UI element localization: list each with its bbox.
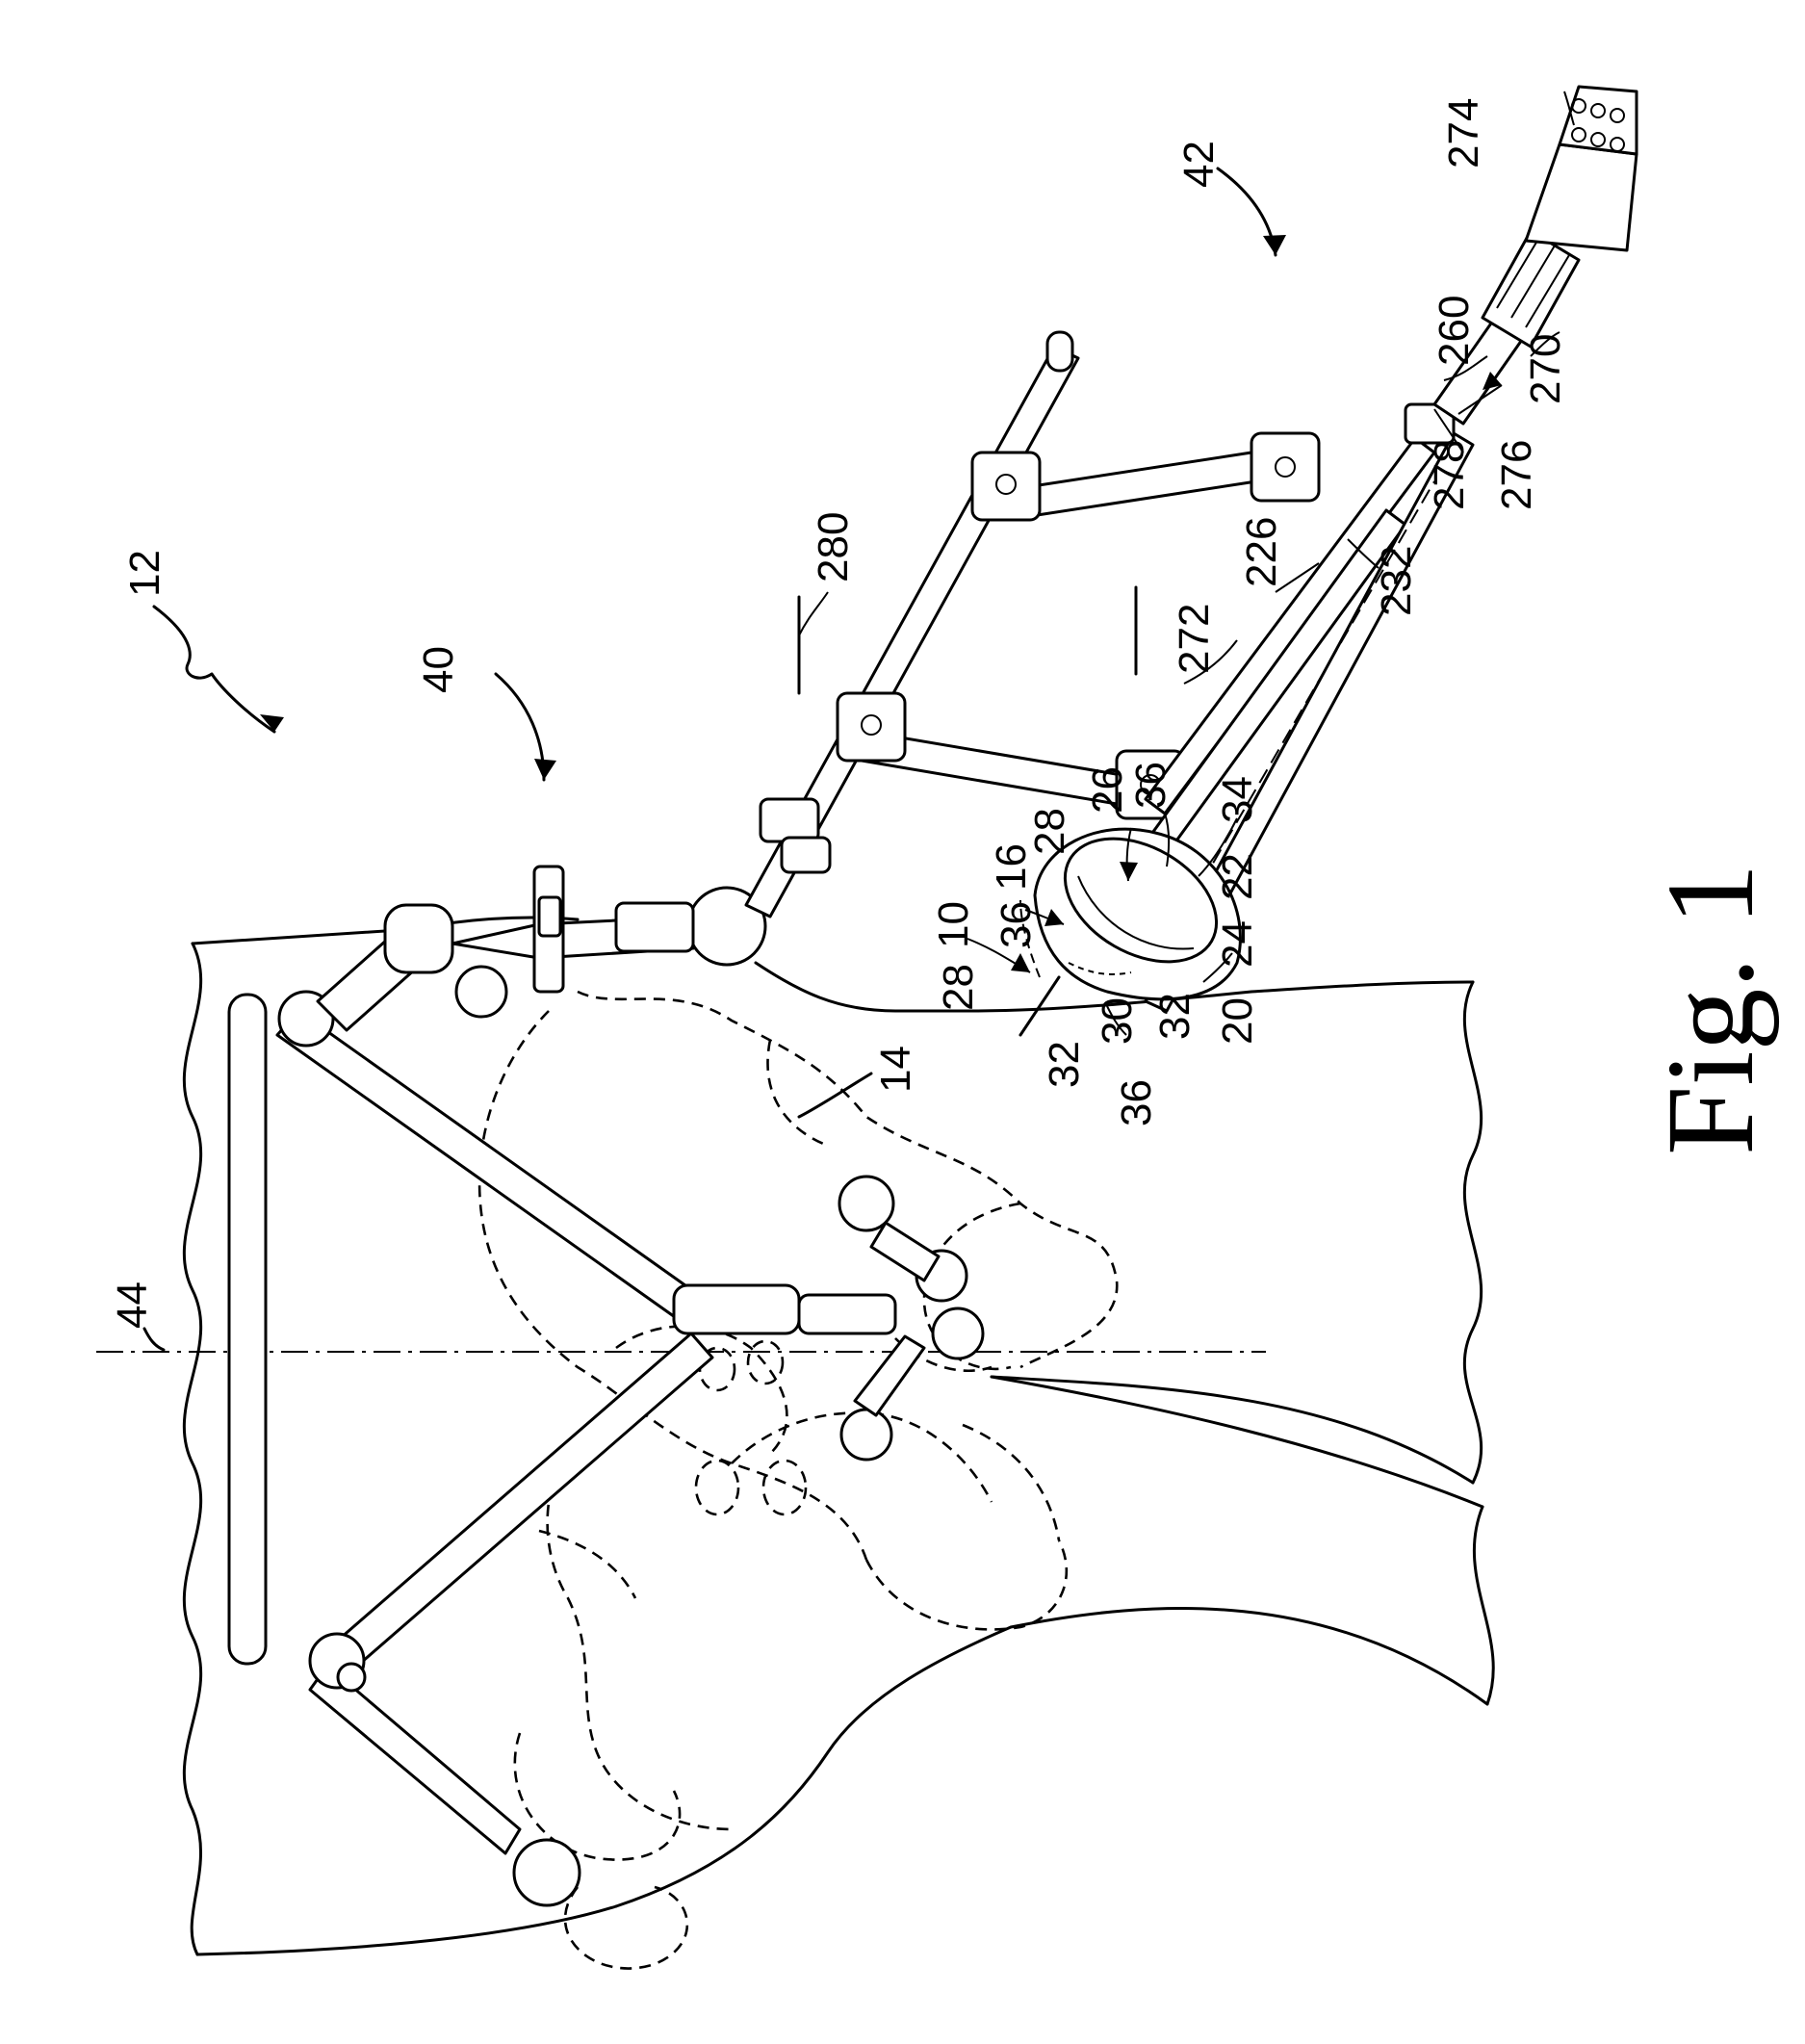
pelvis-outline: [479, 992, 1117, 1969]
guide-reference-lines-280: [799, 587, 1136, 693]
label-32-right: 32: [1151, 993, 1199, 1040]
guide-coupler-1: [761, 799, 818, 841]
label-30: 30: [1094, 997, 1141, 1045]
label-36-lower: 36: [1113, 1079, 1160, 1126]
label-44: 44: [109, 1281, 156, 1329]
label-36-upper: 36: [1127, 762, 1174, 809]
cup-screw-30: [1020, 977, 1059, 1035]
label-22: 22: [1214, 853, 1261, 900]
label-14: 14: [872, 1046, 919, 1093]
reamer-handle-body: [1526, 144, 1637, 250]
label-278: 278: [1426, 440, 1473, 510]
guide-clamp-lower-left: [838, 693, 905, 761]
label-28-upper: 28: [1026, 808, 1073, 855]
figure-caption: Fig. 1: [1641, 864, 1780, 1155]
guide-clamp-upper-left: [972, 453, 1040, 520]
label-272: 272: [1171, 604, 1218, 674]
frame-pin-link1: [871, 1223, 939, 1281]
label-20: 20: [1214, 997, 1261, 1045]
frame-bottom-strut: [310, 1666, 520, 1853]
frame-ball-joint-upper: [456, 967, 506, 1017]
label-34: 34: [1214, 776, 1261, 823]
frame-clamp-screw: [539, 897, 560, 936]
label-32-left: 32: [1041, 1041, 1088, 1088]
leader-280: [799, 592, 828, 635]
guide-clamp-upper-right: [1251, 433, 1319, 501]
label-28-lower: 28: [935, 964, 982, 1011]
guide-rail-cap: [1047, 332, 1072, 371]
frame-top-clamp: [385, 905, 452, 972]
frame-pin-link2: [855, 1336, 924, 1415]
leader-44: [144, 1329, 164, 1350]
label-24: 24: [1214, 920, 1261, 968]
label-40: 40: [415, 646, 462, 693]
frame-central-link: [799, 1295, 895, 1333]
label-274: 274: [1440, 98, 1487, 168]
label-270: 270: [1522, 334, 1569, 404]
frame-pivot-pin: [338, 1664, 365, 1691]
label-280: 280: [810, 512, 857, 582]
label-12: 12: [121, 550, 168, 597]
frame-ball-joint-pin3: [933, 1308, 983, 1358]
arrowhead-40: [534, 759, 556, 780]
frame-central-block: [674, 1285, 799, 1333]
label-226: 226: [1238, 517, 1285, 587]
frame-ball-joint-pin4: [841, 1410, 891, 1460]
frame-lower-strut: [325, 1333, 712, 1675]
frame-upper-strut: [277, 1011, 712, 1329]
label-26: 26: [1084, 766, 1131, 814]
arrowhead-42: [1263, 235, 1286, 255]
label-260: 260: [1431, 296, 1478, 366]
label-10: 10: [930, 901, 977, 948]
label-276: 276: [1493, 440, 1540, 510]
frame-adapter: [616, 903, 693, 951]
leader-42: [1218, 168, 1276, 255]
label-42: 42: [1175, 141, 1223, 188]
leader-12: [154, 607, 274, 732]
frame-side-rod: [229, 995, 266, 1664]
label-36-middle: 36: [993, 901, 1040, 948]
reamer-handle-tip-274: [1560, 87, 1637, 154]
label-232: 232: [1373, 546, 1420, 616]
frame-ball-joint-bottom: [514, 1840, 580, 1905]
guide-coupler-2: [782, 838, 830, 872]
frame-assembly-40: [229, 867, 983, 1905]
